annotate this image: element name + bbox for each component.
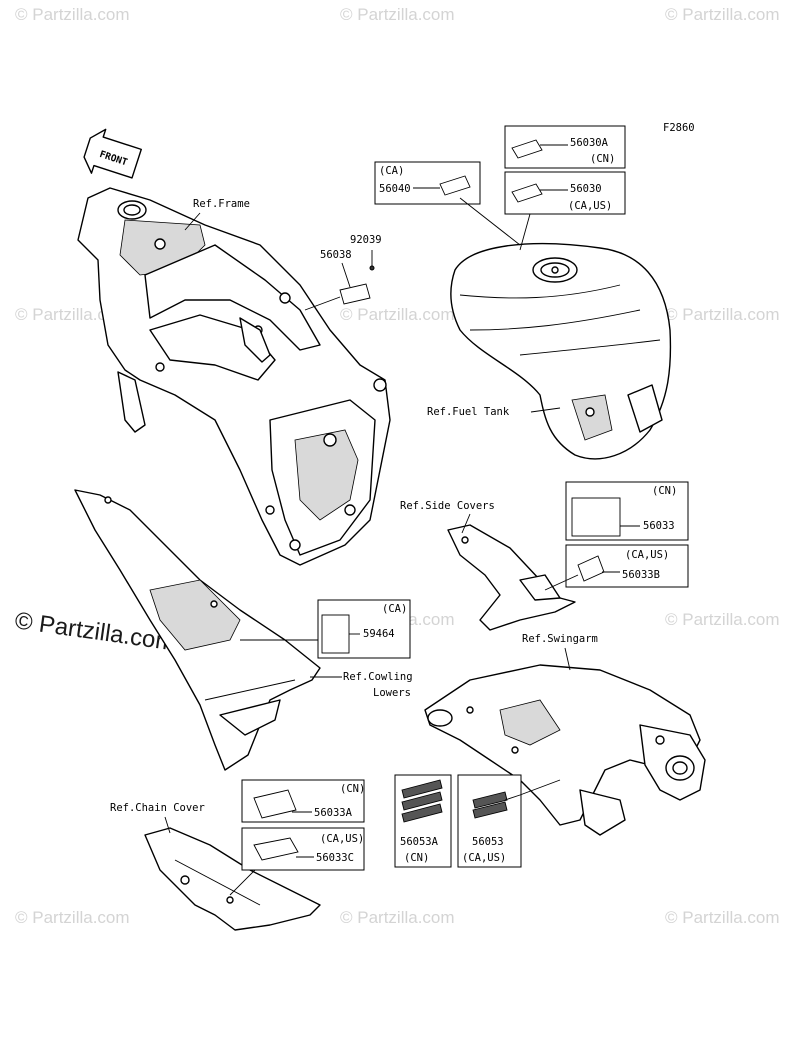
part-number-59464: 59464 bbox=[363, 628, 395, 640]
ref-cowling-label-2: Lowers bbox=[373, 687, 411, 699]
leader-line bbox=[461, 513, 471, 534]
swingarm-part bbox=[424, 664, 706, 836]
leader-line bbox=[530, 407, 561, 413]
front-arrow: FRONT bbox=[83, 128, 142, 179]
watermark: © Partzilla.com bbox=[340, 908, 455, 927]
leader-line bbox=[459, 197, 521, 246]
part-number-92039: 92039 bbox=[350, 234, 382, 246]
decal-56033 bbox=[571, 497, 621, 537]
diagram-code: F2860 bbox=[663, 122, 695, 134]
ref-chain-cover-label: Ref.Chain Cover bbox=[110, 802, 205, 814]
leader-line bbox=[544, 574, 579, 591]
decal-56033C bbox=[253, 837, 299, 861]
chain-cover-part bbox=[144, 827, 321, 931]
ref-fuel-tank-label: Ref.Fuel Tank bbox=[427, 406, 510, 418]
decal-56053A bbox=[401, 779, 443, 823]
watermark: © Partzilla.com bbox=[340, 5, 455, 24]
region-56030A: (CN) bbox=[590, 153, 615, 165]
region-56033B: (CA,US) bbox=[625, 549, 669, 561]
leader-line bbox=[304, 296, 341, 311]
region-56033A: (CN) bbox=[340, 783, 365, 795]
region-56053A: (CN) bbox=[404, 852, 429, 864]
part-number-56053A: 56053A bbox=[400, 836, 439, 848]
part-number-56033A: 56033A bbox=[314, 807, 353, 819]
watermark: © Partzilla.com bbox=[665, 305, 780, 324]
watermark: © Partzilla.com bbox=[15, 908, 130, 927]
part-number-56053: 56053 bbox=[472, 836, 504, 848]
leader-line bbox=[184, 212, 201, 231]
region-56040: (CA) bbox=[379, 165, 404, 177]
fuel-tank-part bbox=[450, 242, 672, 460]
region-56033: (CN) bbox=[652, 485, 677, 497]
region-56033C: (CA,US) bbox=[320, 833, 364, 845]
decal-59464 bbox=[321, 614, 350, 654]
ref-cowling-label: Ref.Cowling bbox=[343, 671, 413, 683]
watermark: © Partzilla.com bbox=[340, 305, 455, 324]
decal-56053 bbox=[472, 791, 508, 819]
decal-56040 bbox=[439, 175, 471, 196]
side-cover-part bbox=[447, 524, 576, 631]
cowling-lower-part bbox=[74, 489, 321, 771]
part-number-56038: 56038 bbox=[320, 249, 352, 261]
part-number-56030: 56030 bbox=[570, 183, 602, 195]
watermark: © Partzilla.com bbox=[15, 305, 130, 324]
ref-swingarm-label: Ref.Swingarm bbox=[522, 633, 598, 645]
screw-92039 bbox=[369, 265, 375, 271]
decal-56030A bbox=[511, 139, 543, 159]
leader-line bbox=[519, 213, 531, 251]
watermark: © Partzilla.com bbox=[665, 5, 780, 24]
leader-line bbox=[229, 869, 256, 896]
leader-line bbox=[564, 647, 571, 671]
ref-side-covers-label: Ref.Side Covers bbox=[400, 500, 495, 512]
watermark: © Partzilla.com bbox=[665, 610, 780, 629]
label-box-56053 bbox=[457, 774, 522, 868]
watermark: © Partzilla.com bbox=[15, 5, 130, 24]
part-number-56030A: 56030A bbox=[570, 137, 609, 149]
part-number-56033B: 56033B bbox=[622, 569, 660, 581]
region-56030: (CA,US) bbox=[568, 200, 612, 212]
decal-56033A bbox=[253, 789, 297, 819]
region-59464: (CA) bbox=[382, 603, 407, 615]
decal-56030 bbox=[511, 183, 543, 203]
decal-56038 bbox=[339, 283, 371, 305]
frame-part bbox=[77, 187, 391, 566]
leader-line bbox=[341, 262, 351, 288]
part-number-56033C: 56033C bbox=[316, 852, 354, 864]
leader-line bbox=[164, 816, 171, 834]
part-number-56040: 56040 bbox=[379, 183, 411, 195]
leader-line bbox=[504, 779, 561, 801]
region-56053: (CA,US) bbox=[462, 852, 506, 864]
watermark: © Partzilla.com bbox=[665, 908, 780, 927]
ref-frame-label: Ref.Frame bbox=[193, 198, 250, 210]
part-number-56033: 56033 bbox=[643, 520, 675, 532]
